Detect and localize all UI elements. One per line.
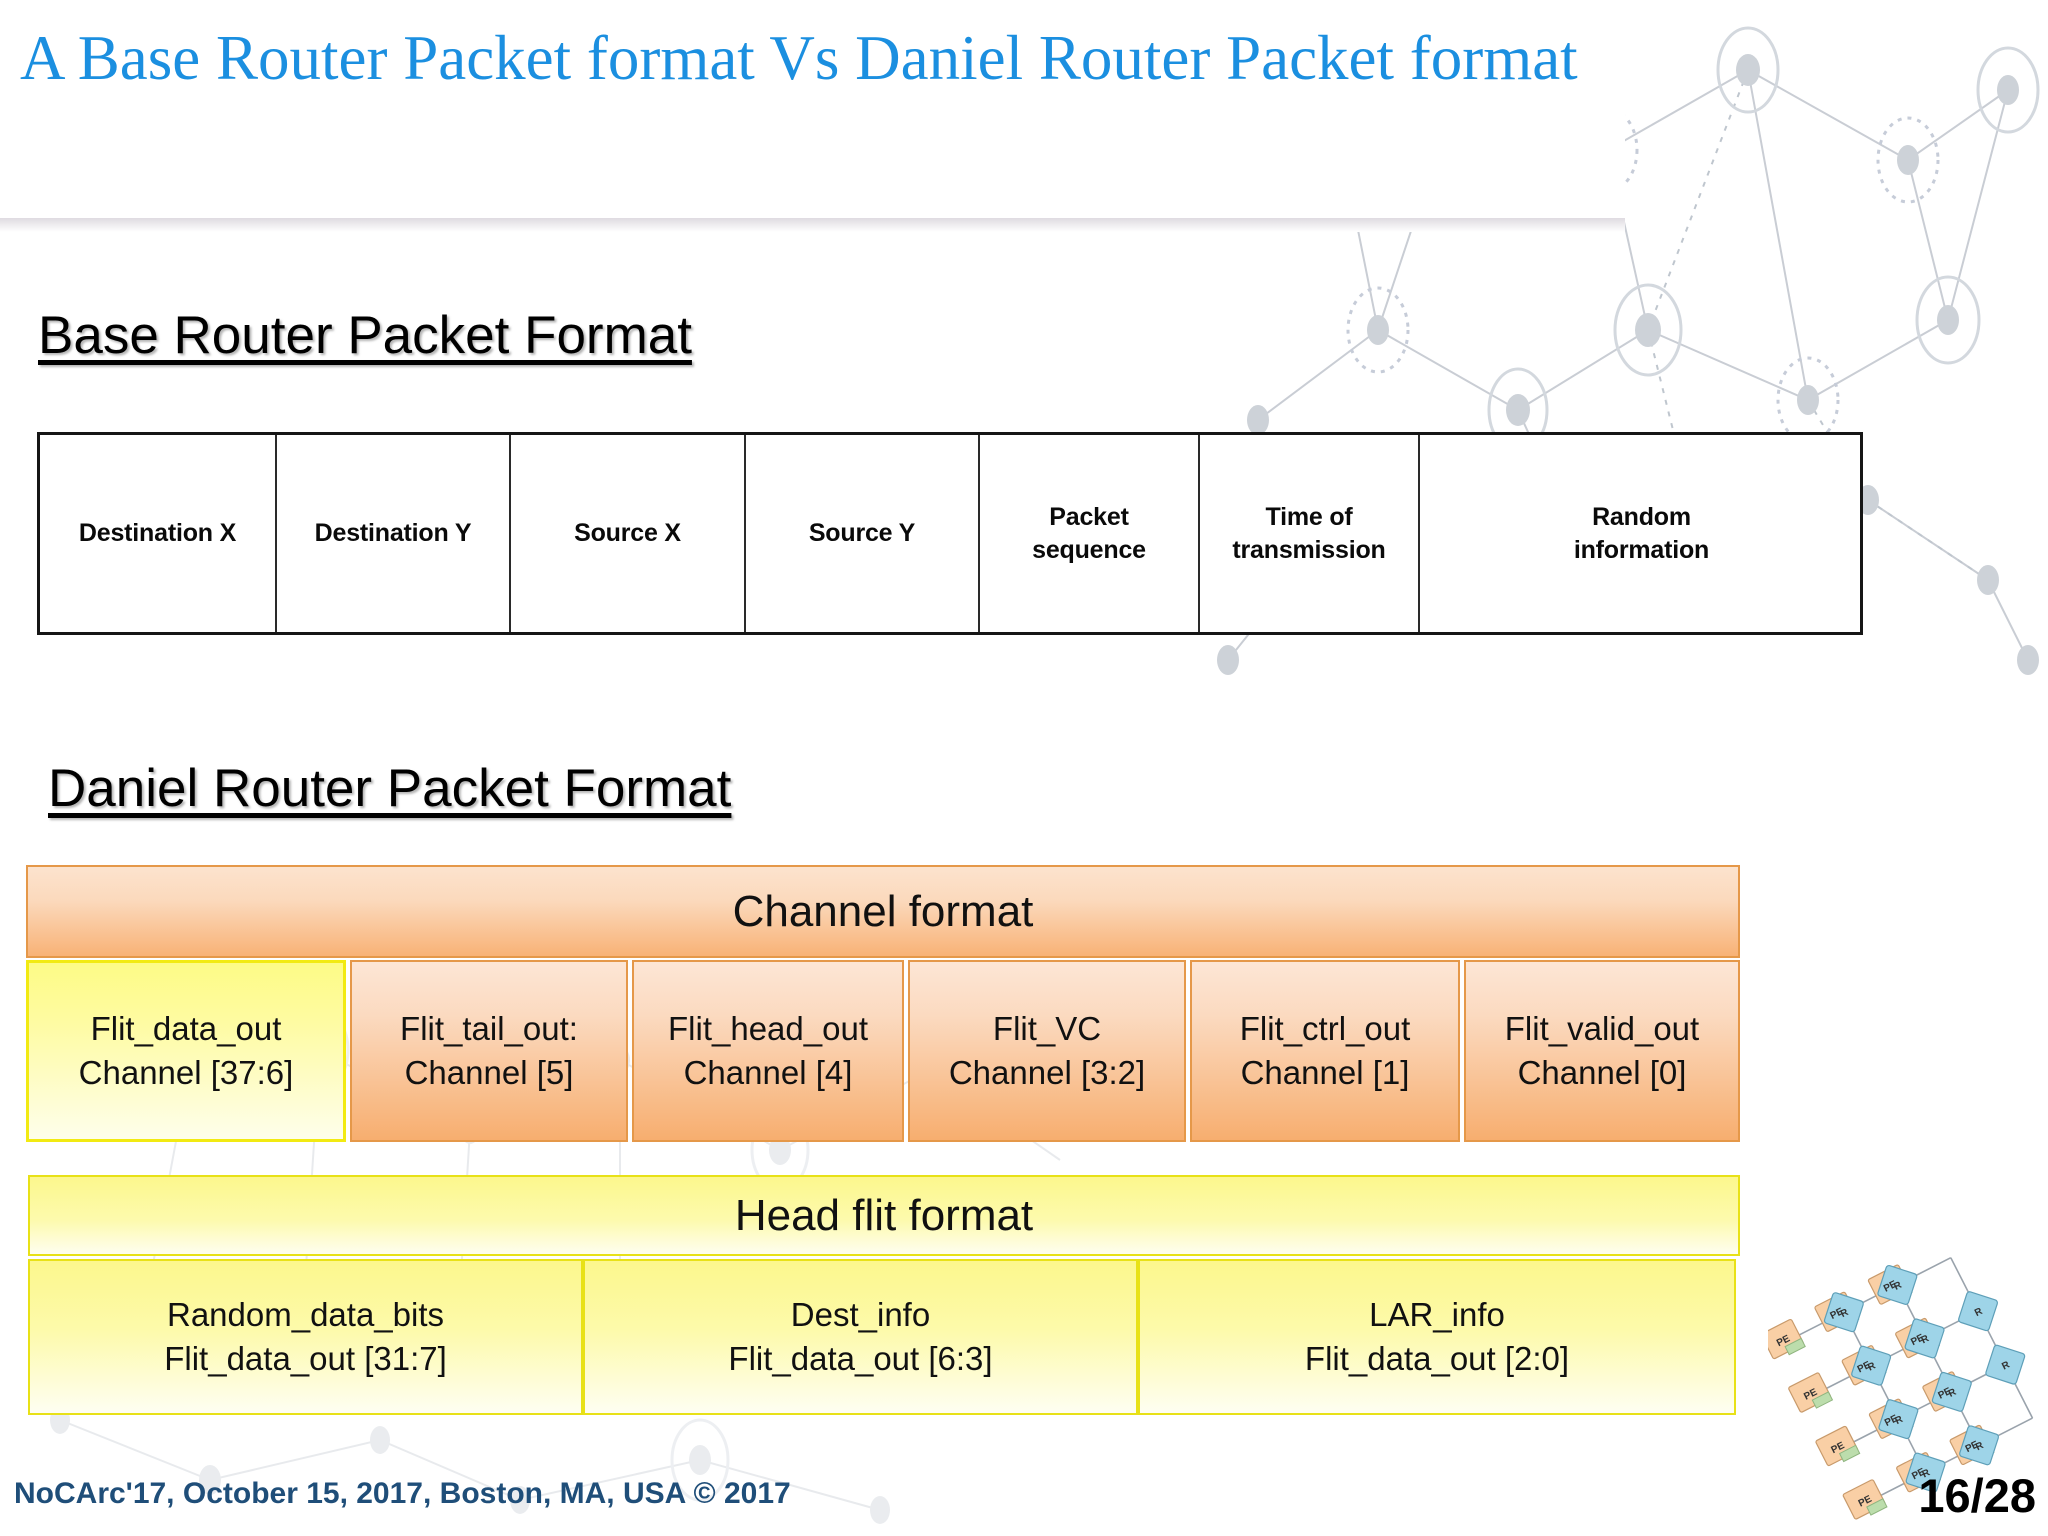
base-packet-field-cell: Source X [511, 435, 746, 632]
page-title: A Base Router Packet format Vs Daniel Ro… [20, 23, 1578, 93]
channel-format-field-cell: Flit_tail_out: Channel [5] [350, 960, 628, 1142]
field-bit-range: Channel [4] [683, 1054, 853, 1091]
field-bit-range: Channel [37:6] [78, 1054, 294, 1091]
channel-format-header: Channel format [26, 865, 1740, 958]
field-bit-range: Channel [0] [1517, 1054, 1687, 1091]
channel-format-field-cell: Flit_VC Channel [3:2] [908, 960, 1186, 1142]
field-name: Flit_valid_out [1504, 1010, 1700, 1048]
field-name: Flit_head_out [668, 1010, 868, 1048]
field-name: Random_data_bits [166, 1296, 445, 1334]
slide-page-number: 16/28 [1918, 1469, 2036, 1522]
title-band: A Base Router Packet format Vs Daniel Ro… [0, 0, 1625, 232]
field-name: LAR_info [1369, 1296, 1505, 1334]
head-flit-format-header: Head flit format [28, 1175, 1740, 1256]
field-name: Flit_data_out [90, 1010, 282, 1048]
field-bit-range: Channel [5] [404, 1054, 574, 1091]
base-packet-field-cell: Destination X [40, 435, 277, 632]
field-name: Flit_ctrl_out [1239, 1010, 1411, 1048]
field-name: Flit_VC [992, 1010, 1102, 1048]
field-bit-range: Flit_data_out [6:3] [728, 1340, 993, 1377]
footer-conference-text: NoCArc'17, October 15, 2017, Boston, MA,… [14, 1477, 791, 1510]
field-name: Dest_info [790, 1296, 931, 1334]
field-bit-range: Flit_data_out [2:0] [1304, 1340, 1570, 1377]
field-bit-range: Channel [3:2] [948, 1054, 1146, 1091]
base-router-section-heading: Base Router Packet Format [38, 306, 692, 365]
base-packet-field-cell: Source Y [746, 435, 980, 632]
field-bit-range: Flit_data_out [31:7] [164, 1340, 447, 1377]
field-bit-range: Channel [1] [1240, 1054, 1410, 1091]
daniel-router-section-heading: Daniel Router Packet Format [48, 759, 732, 818]
field-name: Flit_tail_out: [400, 1010, 578, 1048]
base-packet-field-cell: Destination Y [277, 435, 511, 632]
